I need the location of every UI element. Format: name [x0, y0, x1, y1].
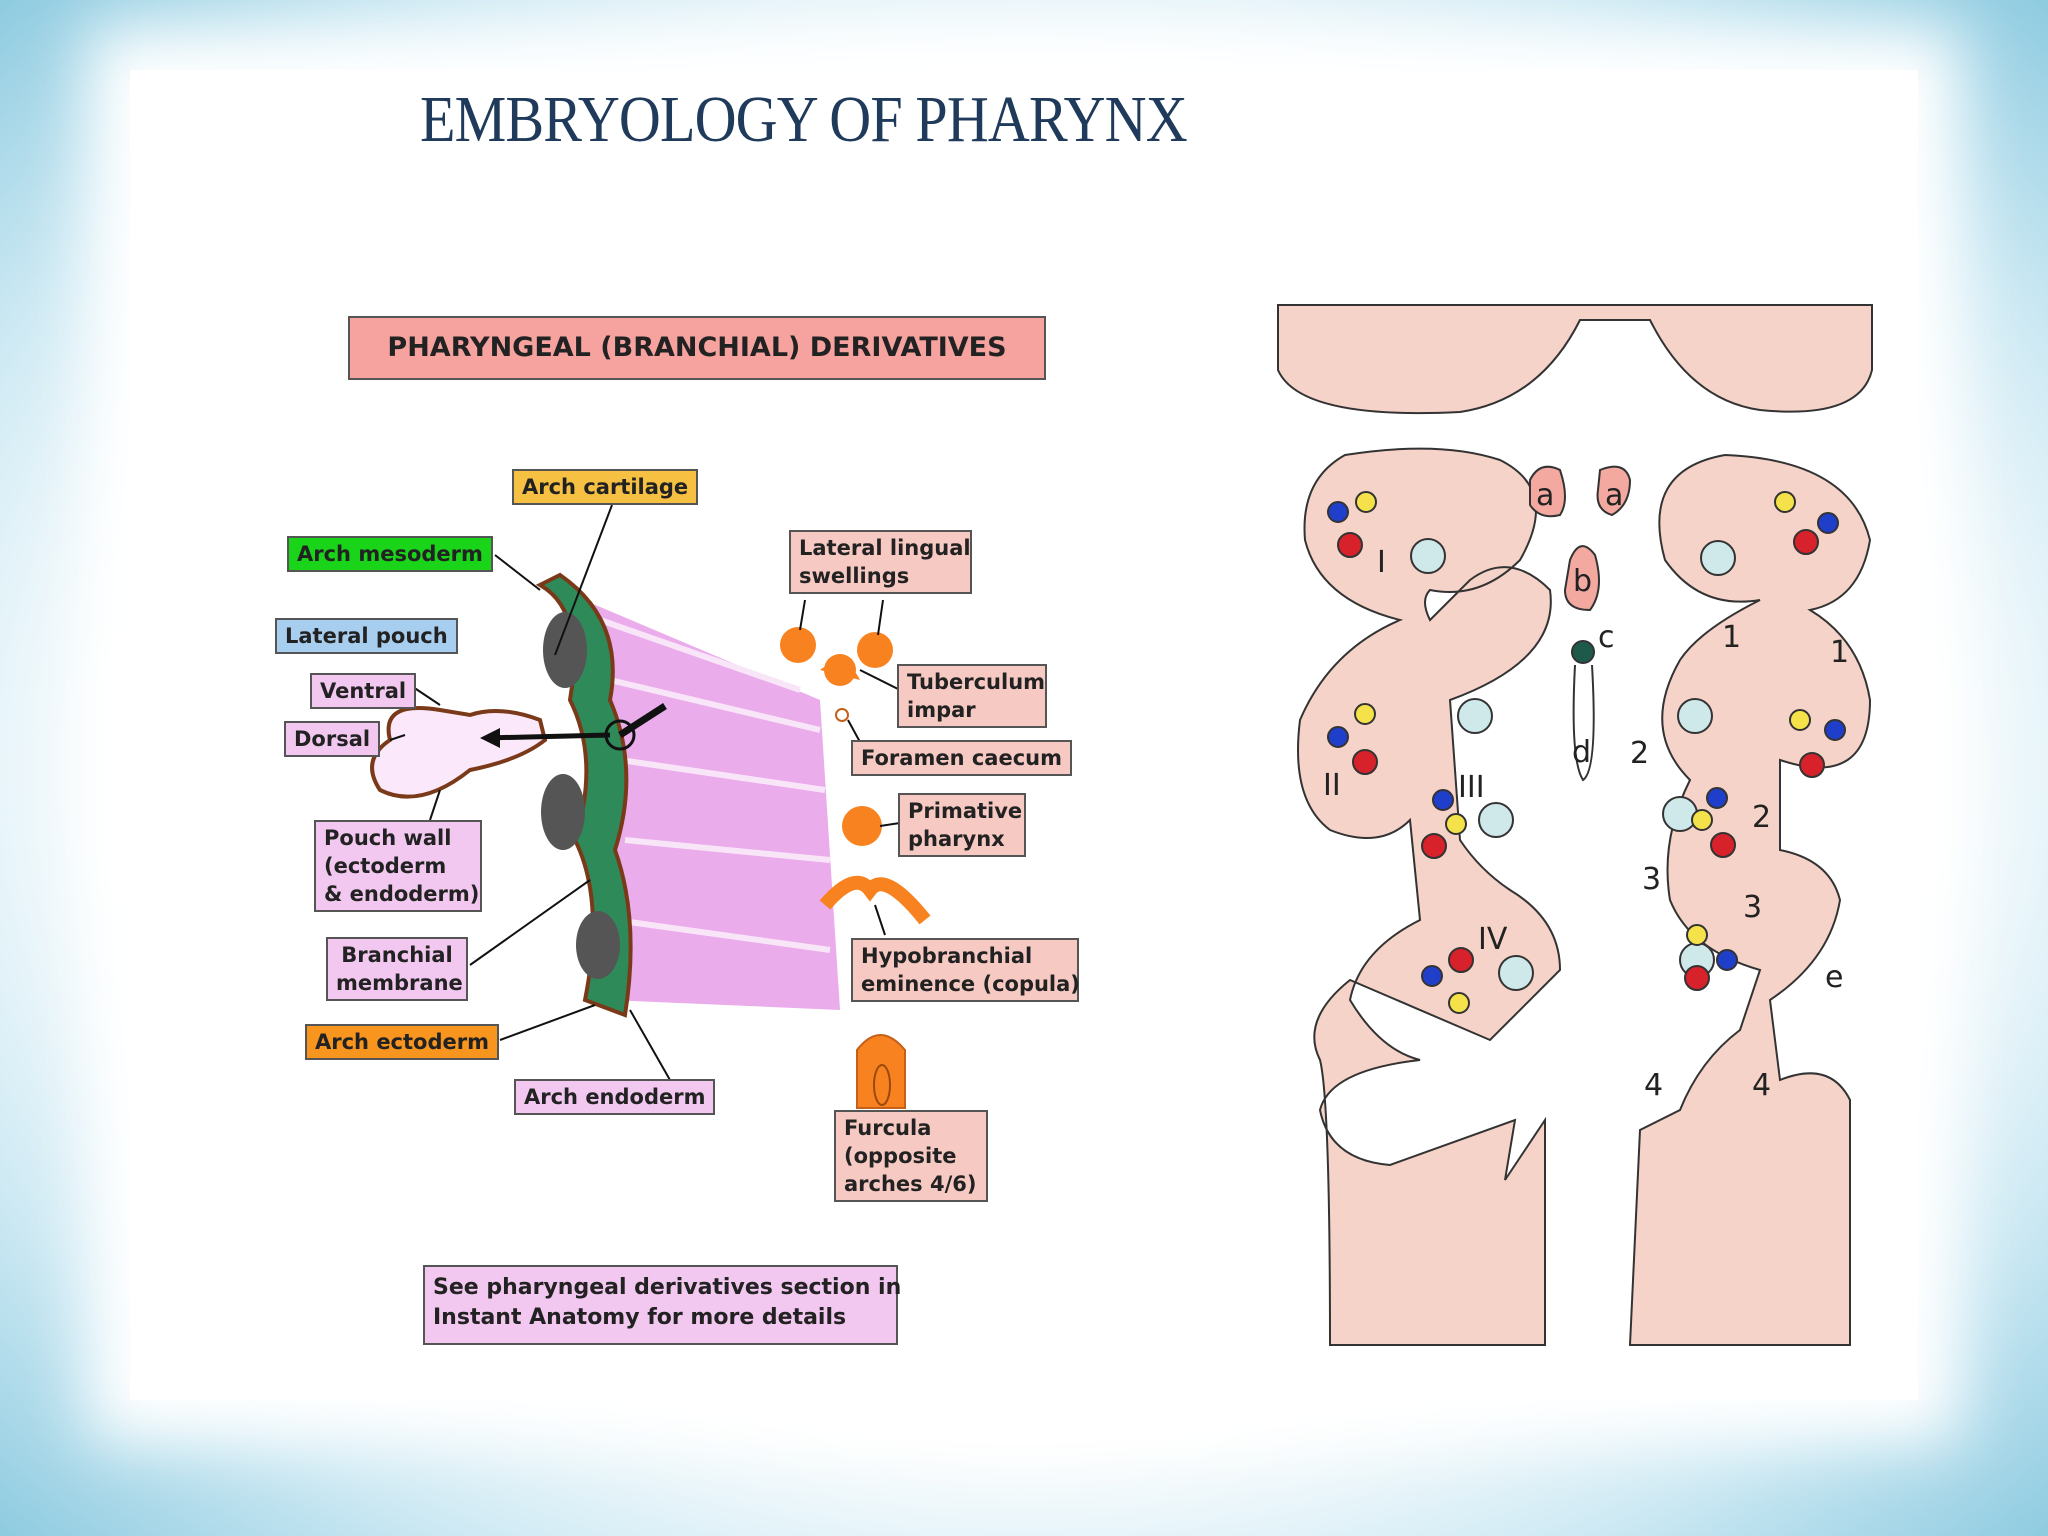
pharyngeal-arch-illustration: [370, 504, 931, 1109]
label-branchial-membrane: Branchial membrane: [326, 937, 468, 1001]
label-hypobranchial-eminence: Hypobranchial eminence (copula): [851, 938, 1080, 1002]
arch-cross-section: [1265, 300, 1875, 1346]
label-b: b: [1573, 564, 1593, 599]
label-arch-mesoderm: Arch mesoderm: [287, 536, 493, 572]
label-e: e: [1825, 960, 1844, 995]
label-arch-cartilage: Arch cartilage: [512, 469, 699, 505]
label-cleft-4-right: 4: [1752, 1068, 1772, 1103]
label-cleft-2-right: 2: [1752, 800, 1772, 835]
label-arch-III: III: [1458, 770, 1485, 805]
label-lateral-lingual-swellings: Lateral lingual swellings: [789, 530, 972, 594]
label-ventral: Ventral: [310, 673, 417, 709]
label-arch-ectoderm: Arch ectoderm: [305, 1024, 499, 1060]
label-tuberculum-impar: Tuberculum impar: [897, 664, 1047, 728]
label-arch-I: I: [1377, 545, 1386, 580]
label-arch-endoderm: Arch endoderm: [514, 1079, 716, 1115]
label-lateral-pouch: Lateral pouch: [275, 618, 458, 654]
label-a-right: a: [1605, 478, 1624, 513]
label-cleft-2-left: 2: [1630, 736, 1650, 771]
derivatives-header: PHARYNGEAL (BRANCHIAL) DERIVATIVES: [348, 316, 1046, 380]
label-pouch-wall: Pouch wall (ectoderm & endoderm): [314, 820, 482, 912]
label-cleft-1-right: 1: [1830, 635, 1850, 670]
label-cleft-3-left: 3: [1642, 862, 1662, 897]
label-d: d: [1572, 735, 1592, 770]
label-primative-pharynx: Primative pharynx: [898, 793, 1026, 857]
label-furcula: Furcula (opposite arches 4/6): [834, 1110, 988, 1202]
label-arch-IV: IV: [1478, 922, 1508, 957]
label-cleft-4-left: 4: [1644, 1068, 1664, 1103]
label-cleft-3-right: 3: [1743, 890, 1763, 925]
label-a-left: a: [1536, 478, 1555, 513]
slide-title: EMBRYOLOGY OF PHARYNX: [420, 83, 1188, 156]
label-c: c: [1598, 620, 1615, 655]
footnote-box: See pharyngeal derivatives section in In…: [423, 1265, 901, 1345]
label-foramen-caecum: Foramen caecum: [851, 740, 1072, 776]
label-arch-II: II: [1323, 768, 1341, 803]
label-cleft-1-left: 1: [1722, 620, 1742, 655]
label-dorsal: Dorsal: [284, 721, 381, 757]
